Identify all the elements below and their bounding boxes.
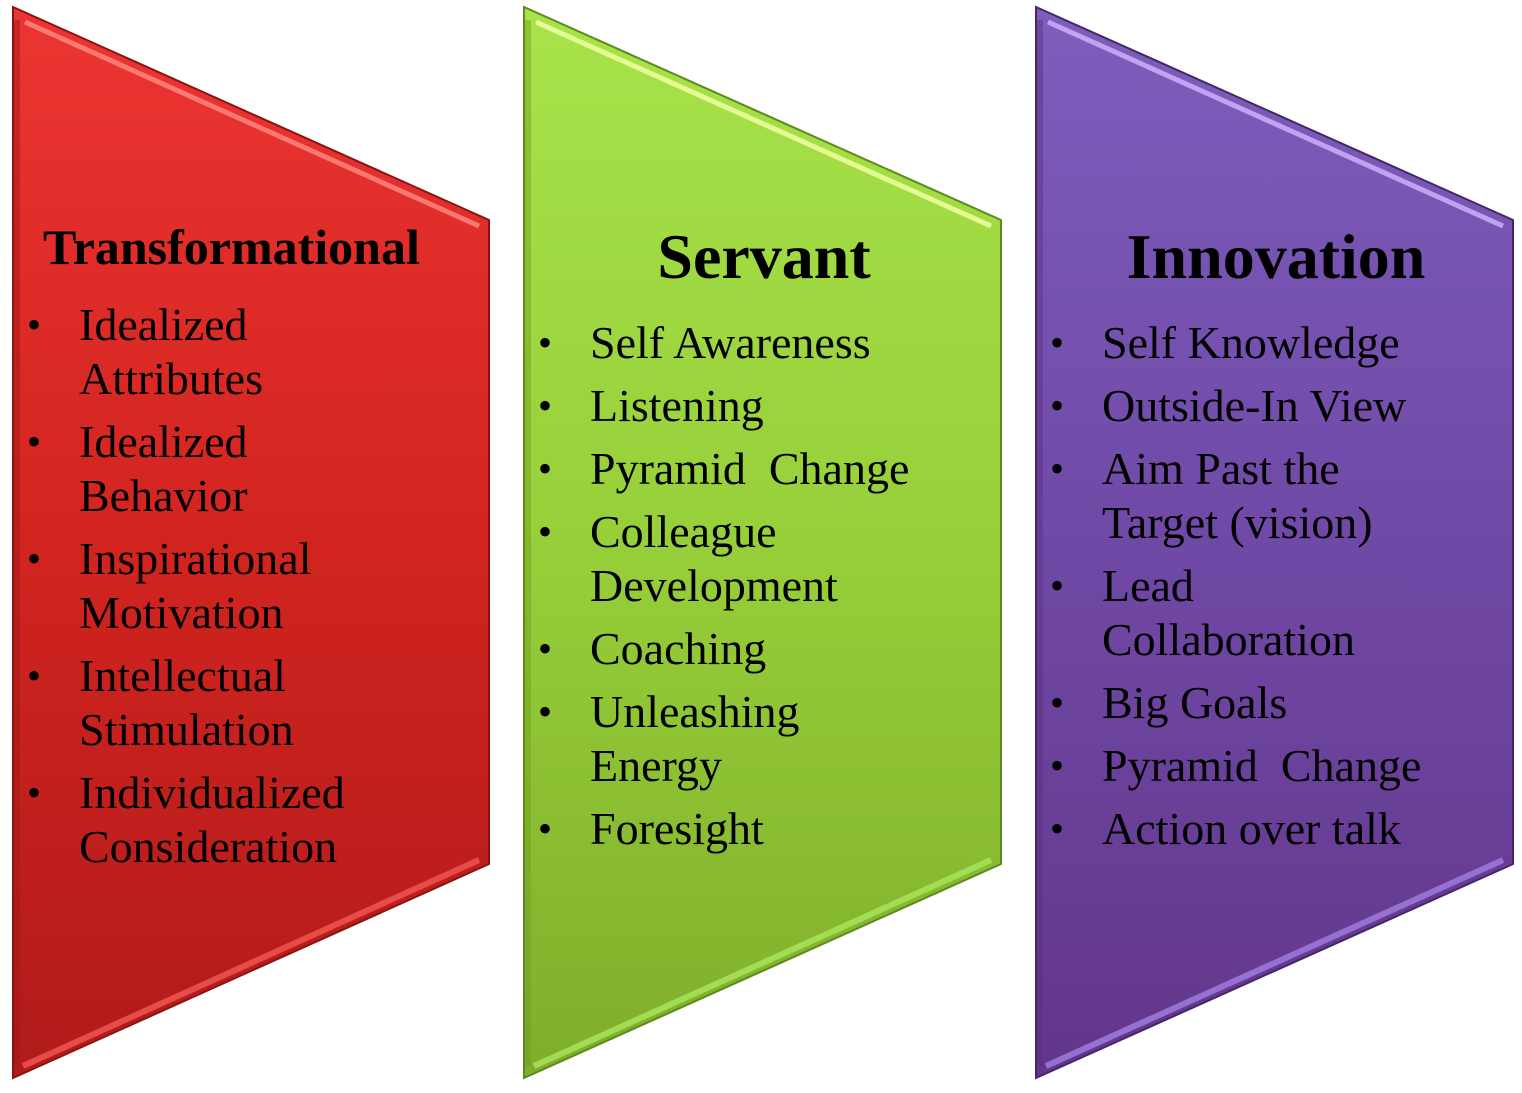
bullet-icon: • (27, 536, 42, 581)
list-item: •Intellectual Stimulation (27, 650, 294, 755)
list-item: •Pyramid Change (538, 443, 910, 494)
panel-innovation: Innovation •Self Knowledge •Outside-In V… (1035, 0, 1516, 1093)
item-list: •Idealized Attributes •Idealized Behavio… (13, 298, 389, 883)
bullet-icon: • (538, 320, 553, 365)
item-list: •Self Knowledge •Outside-In View •Aim Pa… (1036, 316, 1482, 865)
list-item: •Aim Past the Target (vision) (1050, 443, 1373, 548)
list-item: •Listening (538, 380, 764, 431)
panel-title: Innovation (1126, 221, 1426, 292)
list-item: •Coaching (538, 623, 767, 674)
panel-transformational: Transformational •Idealized Attributes •… (12, 0, 493, 1093)
bullet-icon: • (27, 653, 42, 698)
bullet-icon: • (1050, 446, 1065, 491)
list-item: •Individualized Consideration (27, 767, 345, 872)
item-list: •Self Awareness •Listening •Pyramid Chan… (524, 316, 970, 865)
list-item: •Pyramid Change (1050, 740, 1422, 791)
list-item: •Big Goals (1050, 677, 1288, 728)
panel-title: Servant (657, 221, 871, 292)
bullet-icon: • (538, 509, 553, 554)
list-item: •Self Awareness (538, 317, 871, 368)
bullet-icon: • (538, 383, 553, 428)
list-item: •Action over talk (1050, 803, 1401, 854)
bullet-icon: • (538, 806, 553, 851)
bullet-icon: • (1050, 320, 1065, 365)
bullet-icon: • (1050, 743, 1065, 788)
bullet-icon: • (27, 770, 42, 815)
bullet-icon: • (1050, 383, 1065, 428)
list-item: •Lead Collaboration (1050, 560, 1355, 665)
bullet-icon: • (538, 446, 553, 491)
panel-servant: Servant •Self Awareness •Listening •Pyra… (523, 0, 1004, 1093)
bullet-icon: • (1050, 563, 1065, 608)
pentagon-arrow-shape (12, 5, 490, 1080)
list-item: •Self Knowledge (1050, 317, 1400, 368)
bullet-icon: • (538, 626, 553, 671)
pentagon-arrow-shape (1035, 5, 1514, 1080)
panel-title: Transformational (43, 219, 420, 275)
bullet-icon: • (1050, 806, 1065, 851)
list-item: •Idealized Behavior (27, 416, 248, 521)
bullet-icon: • (1050, 680, 1065, 725)
bullet-icon: • (538, 689, 553, 734)
bullet-icon: • (27, 419, 42, 464)
list-item: •Outside-In View (1050, 380, 1407, 431)
pentagon-arrow-shape (523, 5, 1002, 1080)
bullet-icon: • (27, 302, 42, 347)
list-item: •Idealized Attributes (27, 299, 263, 404)
list-item: •Colleague Development (538, 506, 838, 611)
list-item: •Unleashing Energy (538, 686, 800, 791)
list-item: •Inspirational Motivation (27, 533, 312, 638)
list-item: •Foresight (538, 803, 764, 854)
